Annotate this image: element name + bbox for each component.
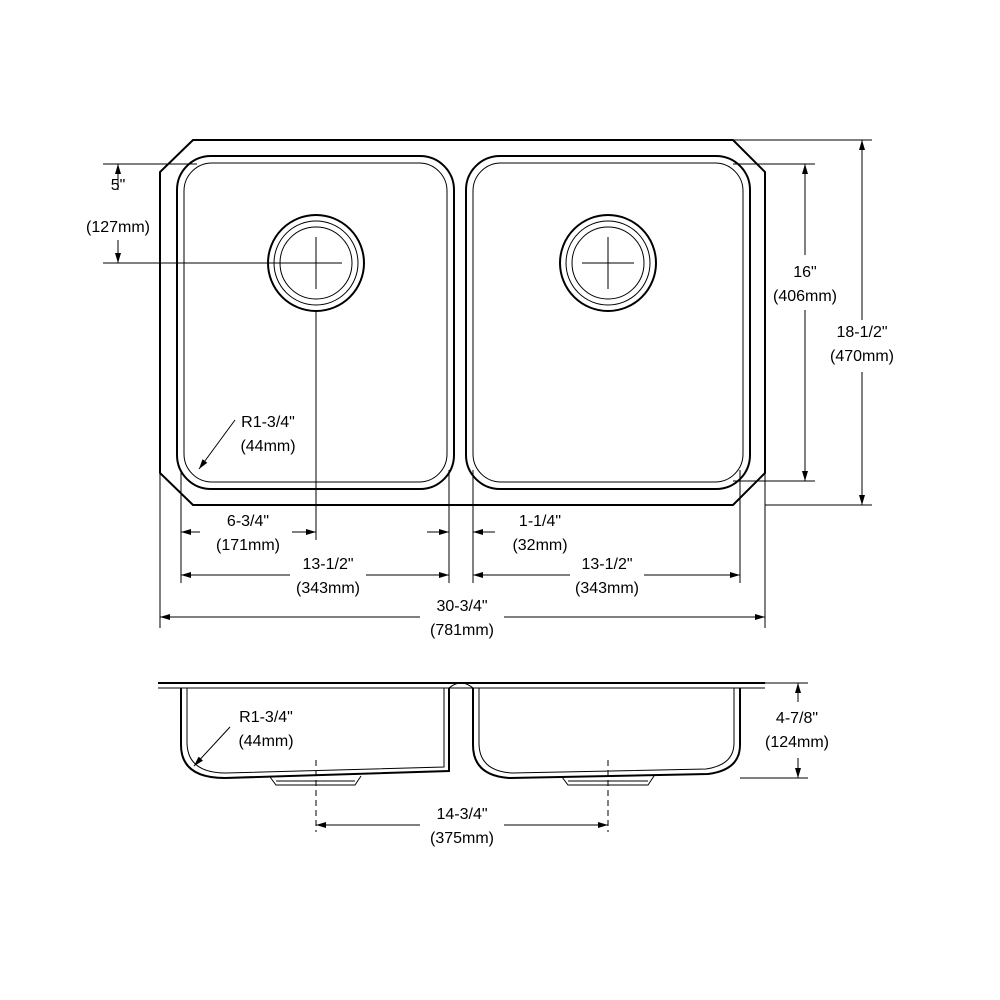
drain-from-left-mm: (171mm)	[216, 537, 280, 554]
divider-width-in: 1-1/4"	[519, 513, 561, 530]
bowl-depth-dimension: 4-7/8" (124mm)	[740, 682, 829, 779]
sink-outline	[159, 139, 766, 506]
bowl-length-in: 16"	[793, 264, 816, 281]
right-bowl-width-in: 13-1/2"	[581, 556, 632, 573]
left-bowl-width-dimension: 13-1/2" (343mm)	[181, 556, 449, 597]
overall-depth-dimension: 18-1/2" (470mm)	[733, 139, 894, 506]
divider-width-mm: (32mm)	[512, 537, 567, 554]
drain-from-left-dimension: 6-3/4" (171mm)	[181, 513, 316, 554]
right-bowl-inner	[472, 162, 744, 483]
right-bowl-width-mm: (343mm)	[575, 580, 639, 597]
right-drain	[559, 214, 657, 312]
drain-spacing-dimension: 14-3/4" (375mm)	[316, 806, 608, 847]
drain-offset-mm: (127mm)	[86, 219, 150, 236]
left-bowl-width-mm: (343mm)	[296, 580, 360, 597]
drain-offset-dimension: 5" (127mm)	[86, 163, 290, 264]
side-right-bowl	[472, 688, 741, 780]
right-bowl-width-dimension: 13-1/2" (343mm)	[473, 556, 740, 597]
bowl-depth-mm: (124mm)	[765, 734, 829, 751]
side-view: R1-3/4" (44mm) 4-7/8" (124mm) 14-3/4" (3…	[158, 682, 829, 847]
top-view: 5" (127mm) 16" (406mm) 18-1/2" (470mm) R…	[86, 139, 894, 639]
drain-offset-in: 5"	[111, 177, 126, 194]
corner-radius-mm: (44mm)	[240, 438, 295, 455]
side-left-bowl	[180, 688, 450, 780]
side-corner-radius-callout: R1-3/4" (44mm)	[193, 709, 294, 767]
drain-spacing-in: 14-3/4"	[436, 806, 487, 823]
overall-width-in: 30-3/4"	[436, 598, 487, 615]
overall-depth-mm: (470mm)	[830, 348, 894, 365]
right-bowl-outer	[465, 155, 751, 490]
side-corner-radius-mm: (44mm)	[238, 733, 293, 750]
overall-width-mm: (781mm)	[430, 622, 494, 639]
drain-spacing-mm: (375mm)	[430, 830, 494, 847]
overall-width-dimension: 30-3/4" (781mm)	[160, 598, 765, 639]
drain-from-left-in: 6-3/4"	[227, 513, 269, 530]
bowl-length-dimension: 16" (406mm)	[733, 163, 837, 482]
corner-radius-in: R1-3/4"	[241, 414, 295, 431]
overall-depth-in: 18-1/2"	[836, 324, 887, 341]
bowl-depth-in: 4-7/8"	[776, 710, 818, 727]
divider-width-dimension: 1-1/4" (32mm)	[427, 513, 568, 554]
bowl-length-mm: (406mm)	[773, 288, 837, 305]
left-bowl-width-in: 13-1/2"	[302, 556, 353, 573]
side-corner-radius-in: R1-3/4"	[239, 709, 293, 726]
corner-radius-callout: R1-3/4" (44mm)	[198, 414, 296, 470]
